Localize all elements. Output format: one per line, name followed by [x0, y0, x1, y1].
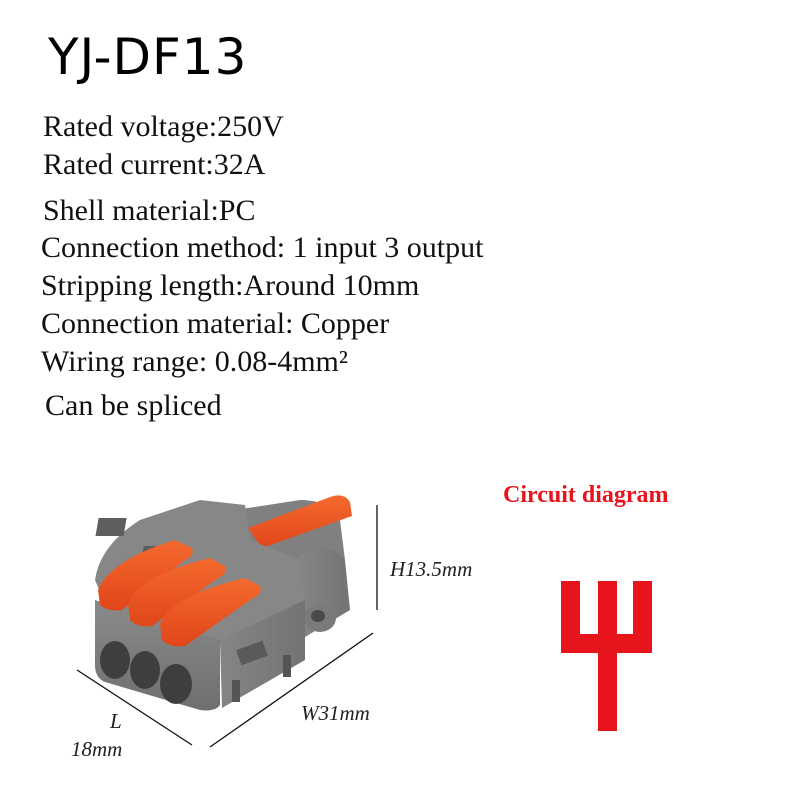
- output-lever-2: [128, 558, 226, 627]
- model-title: YJ-DF13: [48, 28, 248, 86]
- spec-connection-material: Connection material: Copper: [41, 307, 390, 340]
- spec-stripping-length: Stripping length:Around 10mm: [41, 269, 420, 302]
- spec-rated-current: Rated current:32A: [43, 148, 266, 181]
- output-lever-1: [98, 540, 193, 611]
- spec-connection-method: Connection method: 1 input 3 output: [41, 231, 484, 264]
- height-label: H13.5mm: [390, 557, 473, 581]
- length-dimension-line: [76, 669, 193, 746]
- wire-hole-1: [100, 641, 130, 679]
- spec-wiring-range: Wiring range: 0.08-4mm²: [41, 345, 348, 378]
- input-lever: [248, 495, 352, 548]
- output-levers: [98, 540, 261, 647]
- width-label: W31mm: [301, 701, 370, 725]
- circuit-diagram-icon: [561, 581, 652, 731]
- wire-hole-3: [160, 664, 192, 704]
- wire-holes: [100, 641, 192, 704]
- wire-hole-2: [130, 651, 160, 689]
- circuit-diagram-title: Circuit diagram: [503, 482, 669, 508]
- spec-rated-voltage: Rated voltage:250V: [43, 110, 284, 143]
- spec-shell-material: Shell material:PC: [43, 194, 256, 227]
- length-letter-label: L: [110, 709, 122, 733]
- width-dimension-line: [209, 632, 374, 748]
- spec-can-be-spliced: Can be spliced: [45, 389, 222, 422]
- output-lever-3: [160, 578, 261, 647]
- length-value-label: 18mm: [71, 737, 123, 761]
